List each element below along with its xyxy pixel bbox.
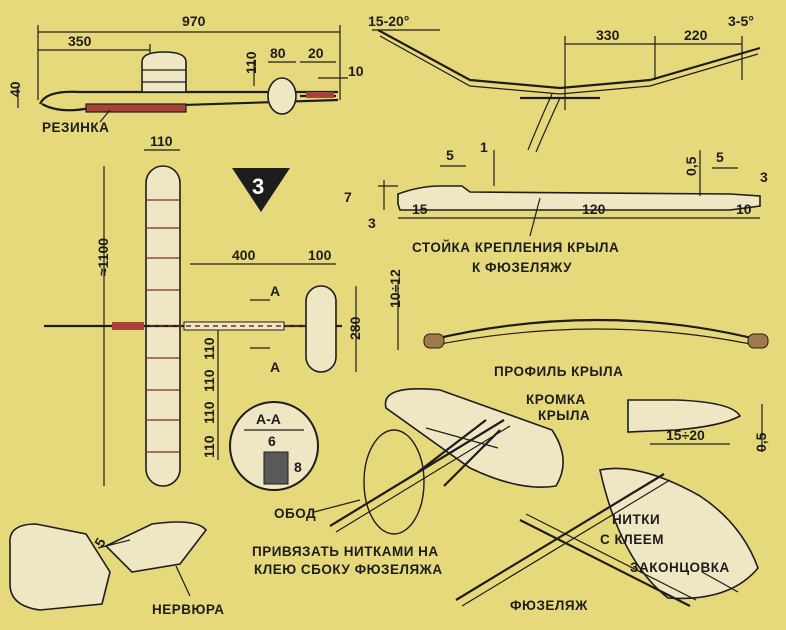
dim-notch: 5: [446, 147, 454, 163]
front-view: 15-20° 330 220 3-5°: [368, 13, 761, 153]
dim-mount-right: 10: [736, 201, 752, 217]
label-rib: НЕРВЮРА: [152, 602, 225, 617]
wing-profile: 10÷12 ПРОФИЛЬ КРЫЛА: [387, 269, 769, 379]
dim-mount-length: 120: [582, 201, 606, 217]
dim-edge-thick: 0,5: [753, 432, 769, 452]
dim-tail-arm: 400: [232, 247, 256, 263]
label-tie-line2: КЛЕЮ СБОКУ ФЮЗЕЛЯЖА: [254, 562, 443, 577]
dim-total-length: 970: [182, 13, 206, 29]
assembly-view: ОБОД ПРИВЯЗАТЬ НИТКАМИ НА КЛЕЮ СБОКУ ФЮЗ…: [252, 388, 759, 613]
label-edge-line2: КРЫЛА: [538, 408, 590, 423]
dim-span: ≈1100: [95, 238, 111, 276]
section-mark-bottom: А: [270, 359, 280, 375]
stab-plan: [305, 285, 337, 373]
dim-tip-span: 220: [684, 27, 708, 43]
dim-wing-chord: 110: [150, 133, 173, 149]
section-aa-width: 6: [268, 433, 276, 449]
dim-mount-height: 7: [344, 189, 352, 205]
label-wing-mount-line1: СТОЙКА КРЕПЛЕНИЯ КРЫЛА: [412, 240, 619, 255]
dim-nose-to-wing: 350: [68, 33, 92, 49]
dim-fin-height: 110: [243, 51, 259, 74]
dim-mount-left: 15: [412, 201, 428, 217]
figure-number: 3: [252, 174, 264, 199]
label-rim: ОБОД: [274, 506, 316, 521]
label-glue-line2: С КЛЕЕМ: [600, 532, 664, 547]
section-aa: А-А 6 8: [229, 401, 319, 491]
dim-rib-3: 110: [201, 401, 217, 424]
dim-tip-angle: 3-5°: [728, 13, 754, 29]
rim-ring: [363, 429, 425, 535]
dim-stab-chord-plan: 100: [308, 247, 332, 263]
label-wing-mount-line2: К ФЮЗЕЛЯЖУ: [472, 260, 572, 275]
label-fuselage: ФЮЗЕЛЯЖ: [510, 598, 588, 613]
label-wing-profile: ПРОФИЛЬ КРЫЛА: [494, 364, 623, 379]
edge-detail: КРОМКА КРЫЛА 15÷20 0,5: [526, 392, 769, 452]
dim-tail-h: 0,5: [683, 156, 699, 176]
dim-dihedral: 15-20°: [368, 13, 409, 29]
dim-stab-gap: 20: [308, 45, 324, 61]
section-aa-height: 8: [294, 459, 302, 475]
side-view: 970 350 40 110 80 20 10 РЕЗИНКА: [7, 13, 364, 135]
label-tip: ЗАКОНЦОВКА: [630, 560, 730, 575]
rib-detail: 5 НЕРВЮРА: [9, 521, 225, 617]
label-edge-line1: КРОМКА: [526, 392, 586, 407]
dim-stab-chord: 80: [270, 45, 286, 61]
dim-edge-width: 15÷20: [666, 427, 705, 443]
dim-camber: 10÷12: [387, 269, 403, 308]
dim-height: 40: [7, 81, 23, 97]
dim-rib-4: 110: [201, 435, 217, 458]
wing-mount-detail: 7 3 5 1 15 120 10 0,5 5 3 СТОЙКА КРЕПЛЕН…: [344, 139, 768, 275]
dim-rib-1: 110: [201, 337, 217, 360]
rubber-motor: [85, 103, 187, 113]
dim-tail-end: 10: [348, 63, 364, 79]
label-glue-line1: НИТКИ: [612, 512, 660, 527]
figure-badge: 3: [232, 168, 290, 212]
dim-notch-depth: 1: [480, 139, 488, 155]
label-tie-line1: ПРИВЯЗАТЬ НИТКАМИ НА: [252, 544, 439, 559]
plan-view: 110 ≈1100 400 100 280 А А 110 110 110 11…: [44, 133, 363, 487]
dim-mount-base: 3: [368, 215, 376, 231]
section-aa-title: А-А: [256, 411, 281, 427]
dim-tail-w: 5: [716, 149, 724, 165]
dim-stab-span: 280: [347, 316, 363, 340]
dim-tail-t: 3: [760, 169, 768, 185]
dim-center-span: 330: [596, 27, 620, 43]
label-rubber: РЕЗИНКА: [42, 120, 109, 135]
dim-rib-2: 110: [201, 369, 217, 392]
section-mark-top: А: [270, 283, 280, 299]
